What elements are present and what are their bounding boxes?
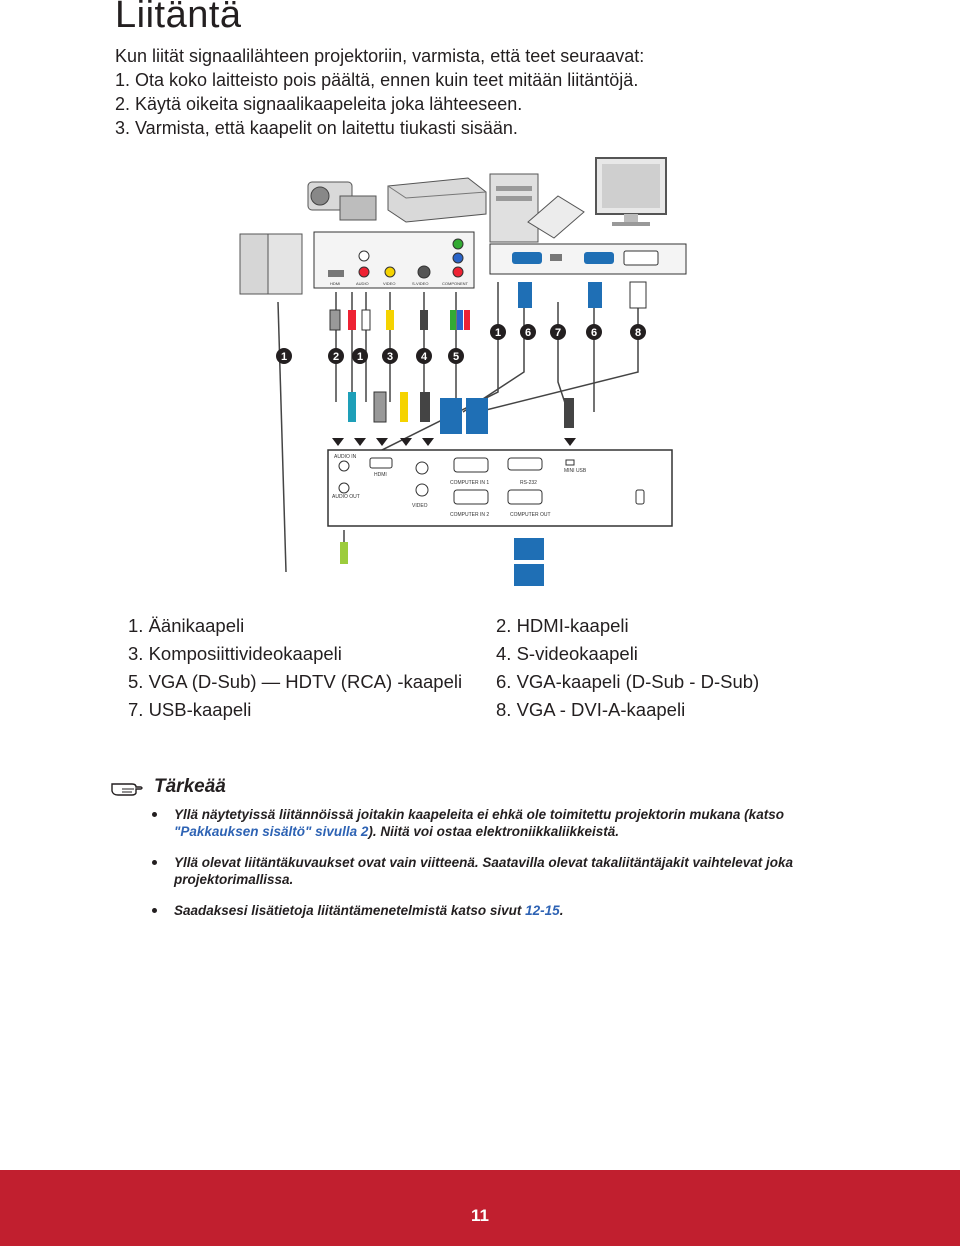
panel-label: S-VIDEO	[412, 281, 428, 286]
cable-item: 5. VGA (D-Sub) — HDTV (RCA) -kaapeli	[128, 671, 463, 692]
source-av-panel: HDMI AUDIO VIDEO S-VIDEO COMPONENT	[313, 231, 475, 289]
bullet-icon	[152, 860, 157, 865]
port-label: AUDIO OUT	[332, 494, 360, 500]
port-label: HDMI	[374, 472, 387, 478]
note-item: Saadaksesi lisätietoja liitäntämenetelmi…	[148, 902, 868, 919]
cable-list: 1. Äänikaapeli 2. HDMI-kaapeli 3. Kompos…	[128, 612, 848, 724]
panel-label: VIDEO	[383, 281, 395, 286]
port-label: COMPUTER OUT	[510, 512, 551, 518]
page-link[interactable]: "Pakkauksen sisältö" sivulla 2	[174, 824, 369, 839]
cable-number: 4	[421, 351, 428, 363]
cable-number: 1	[357, 351, 363, 363]
cable-item: 7. USB-kaapeli	[128, 699, 252, 720]
intro-text: Kun liität signaalilähteen projektoriin,…	[115, 46, 645, 66]
cable-item: 6. VGA-kaapeli (D-Sub - D-Sub)	[496, 671, 760, 692]
port-label: AUDIO IN	[334, 454, 357, 460]
note-item: Yllä olevat liitäntäkuvaukset ovat vain …	[148, 854, 868, 888]
connection-diagram: HDMI AUDIO VIDEO S-VIDEO COMPONENT	[239, 157, 687, 586]
port-label: COMPUTER IN 1	[450, 480, 489, 486]
cable-item: 4. S-videokaapeli	[496, 643, 638, 664]
cable-item: 8. VGA - DVI-A-kaapeli	[496, 699, 686, 720]
note-item: Yllä näytetyissä liitännöissä joitakin k…	[148, 806, 868, 840]
panel-label: COMPONENT	[442, 281, 469, 286]
panel-label: AUDIO	[356, 281, 369, 286]
cable-row: 5. VGA (D-Sub) — HDTV (RCA) -kaapeli 6. …	[128, 668, 848, 696]
monitor-icon	[595, 157, 667, 226]
cable-number: 1	[495, 327, 501, 339]
projector-panel: AUDIO IN HDMI COMPUTER IN 1 RS-232 MINI …	[327, 449, 673, 527]
port-label: VIDEO	[412, 503, 428, 509]
cable-number: 3	[387, 351, 393, 363]
cable-row: 3. Komposiittivideokaapeli 4. S-videokaa…	[128, 640, 848, 668]
cable-row: 7. USB-kaapeli 8. VGA - DVI-A-kaapeli	[128, 696, 848, 724]
important-title: Tärkeää	[154, 776, 226, 797]
cable-number: 2	[333, 351, 339, 363]
cable-item: 3. Komposiittivideokaapeli	[128, 643, 342, 664]
page-number: 11	[471, 1206, 489, 1225]
computer-tower-icon	[489, 173, 539, 243]
intro-block: Kun liität signaalilähteen projektoriin,…	[115, 44, 644, 140]
camcorder-icon	[307, 181, 377, 221]
bullet-icon	[152, 812, 157, 817]
pointing-hand-icon	[111, 783, 143, 796]
step-item: 1. Ota koko laitteisto pois päältä, enne…	[115, 70, 639, 90]
cable-number: 1	[281, 351, 287, 363]
cable-number: 6	[525, 327, 531, 339]
footer-bar: 11	[0, 1170, 960, 1246]
panel-label: HDMI	[330, 281, 340, 286]
page-title: Liitäntä	[115, 0, 242, 36]
step-item: 3. Varmista, että kaapelit on laitettu t…	[115, 118, 518, 138]
step-item: 2. Käytä oikeita signaalikaapeleita joka…	[115, 94, 523, 114]
computer-back-panel	[489, 243, 687, 275]
dvd-player-icon	[387, 177, 487, 223]
cable-item: 1. Äänikaapeli	[128, 615, 245, 636]
port-label: RS-232	[520, 480, 537, 486]
cable-item: 2. HDMI-kaapeli	[496, 615, 629, 636]
cable-row: 1. Äänikaapeli 2. HDMI-kaapeli	[128, 612, 848, 640]
bullet-icon	[152, 908, 157, 913]
cable-number: 8	[635, 327, 641, 339]
port-label: MINI USB	[564, 468, 587, 474]
laptop-icon	[527, 195, 585, 239]
cable-number: 6	[591, 327, 597, 339]
page-link[interactable]: 12-15	[525, 903, 560, 918]
important-heading: Tärkeää	[110, 776, 226, 798]
cable-number: 7	[555, 327, 561, 339]
speakers-icon	[239, 233, 303, 295]
cable-number: 5	[453, 351, 459, 363]
notes-list: Yllä näytetyissä liitännöissä joitakin k…	[148, 806, 868, 933]
port-label: COMPUTER IN 2	[450, 512, 489, 518]
